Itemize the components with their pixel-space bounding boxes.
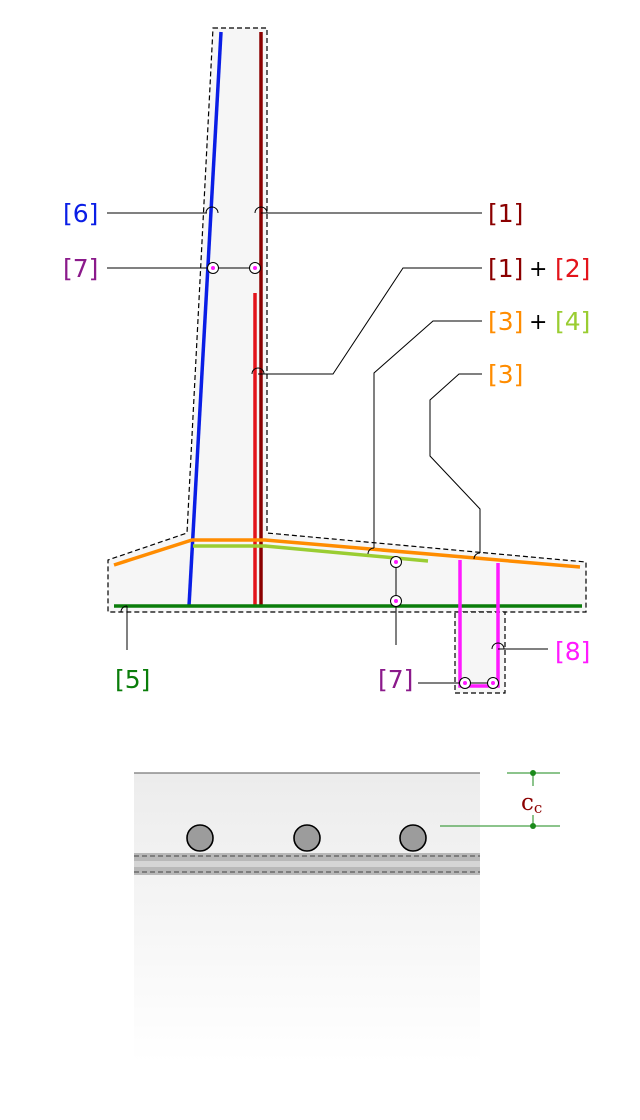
label-bar-7-upper: [7] (63, 254, 98, 283)
bar-6-front-face (187, 31, 223, 607)
label-bar-3: [3] (488, 360, 523, 389)
label-plus-1-2: + (529, 257, 547, 282)
bar-4-top-secondary (193, 544, 429, 563)
bar-8-key-stirrup (458, 560, 500, 688)
label-bar-1-combined: [1] (488, 254, 523, 283)
label-bar-1: [1] (488, 199, 523, 228)
label-bar-3-combined: [3] (488, 307, 523, 336)
rebar-section (399, 824, 427, 852)
label-bar-2: [2] (555, 254, 590, 283)
rebar-section (186, 824, 214, 852)
cover-label: cc (521, 790, 542, 817)
label-bar-7-lower: [7] (378, 665, 413, 694)
bar-7-markers (207, 262, 499, 689)
label-plus-3-4: + (529, 310, 547, 335)
cover-section-fill (134, 773, 480, 1063)
wall-stem-and-base-outline (107, 27, 587, 613)
label-bar-8: [8] (555, 637, 590, 666)
rebar-section (293, 824, 321, 852)
label-bar-5: [5] (115, 665, 150, 694)
label-bar-4: [4] (555, 307, 590, 336)
concrete-cover-detail: cc (134, 770, 560, 1063)
leader-lines (107, 206, 548, 684)
bar-3-top-main (113, 538, 581, 569)
label-bar-6: [6] (63, 199, 98, 228)
shear-key-outline (454, 611, 506, 694)
